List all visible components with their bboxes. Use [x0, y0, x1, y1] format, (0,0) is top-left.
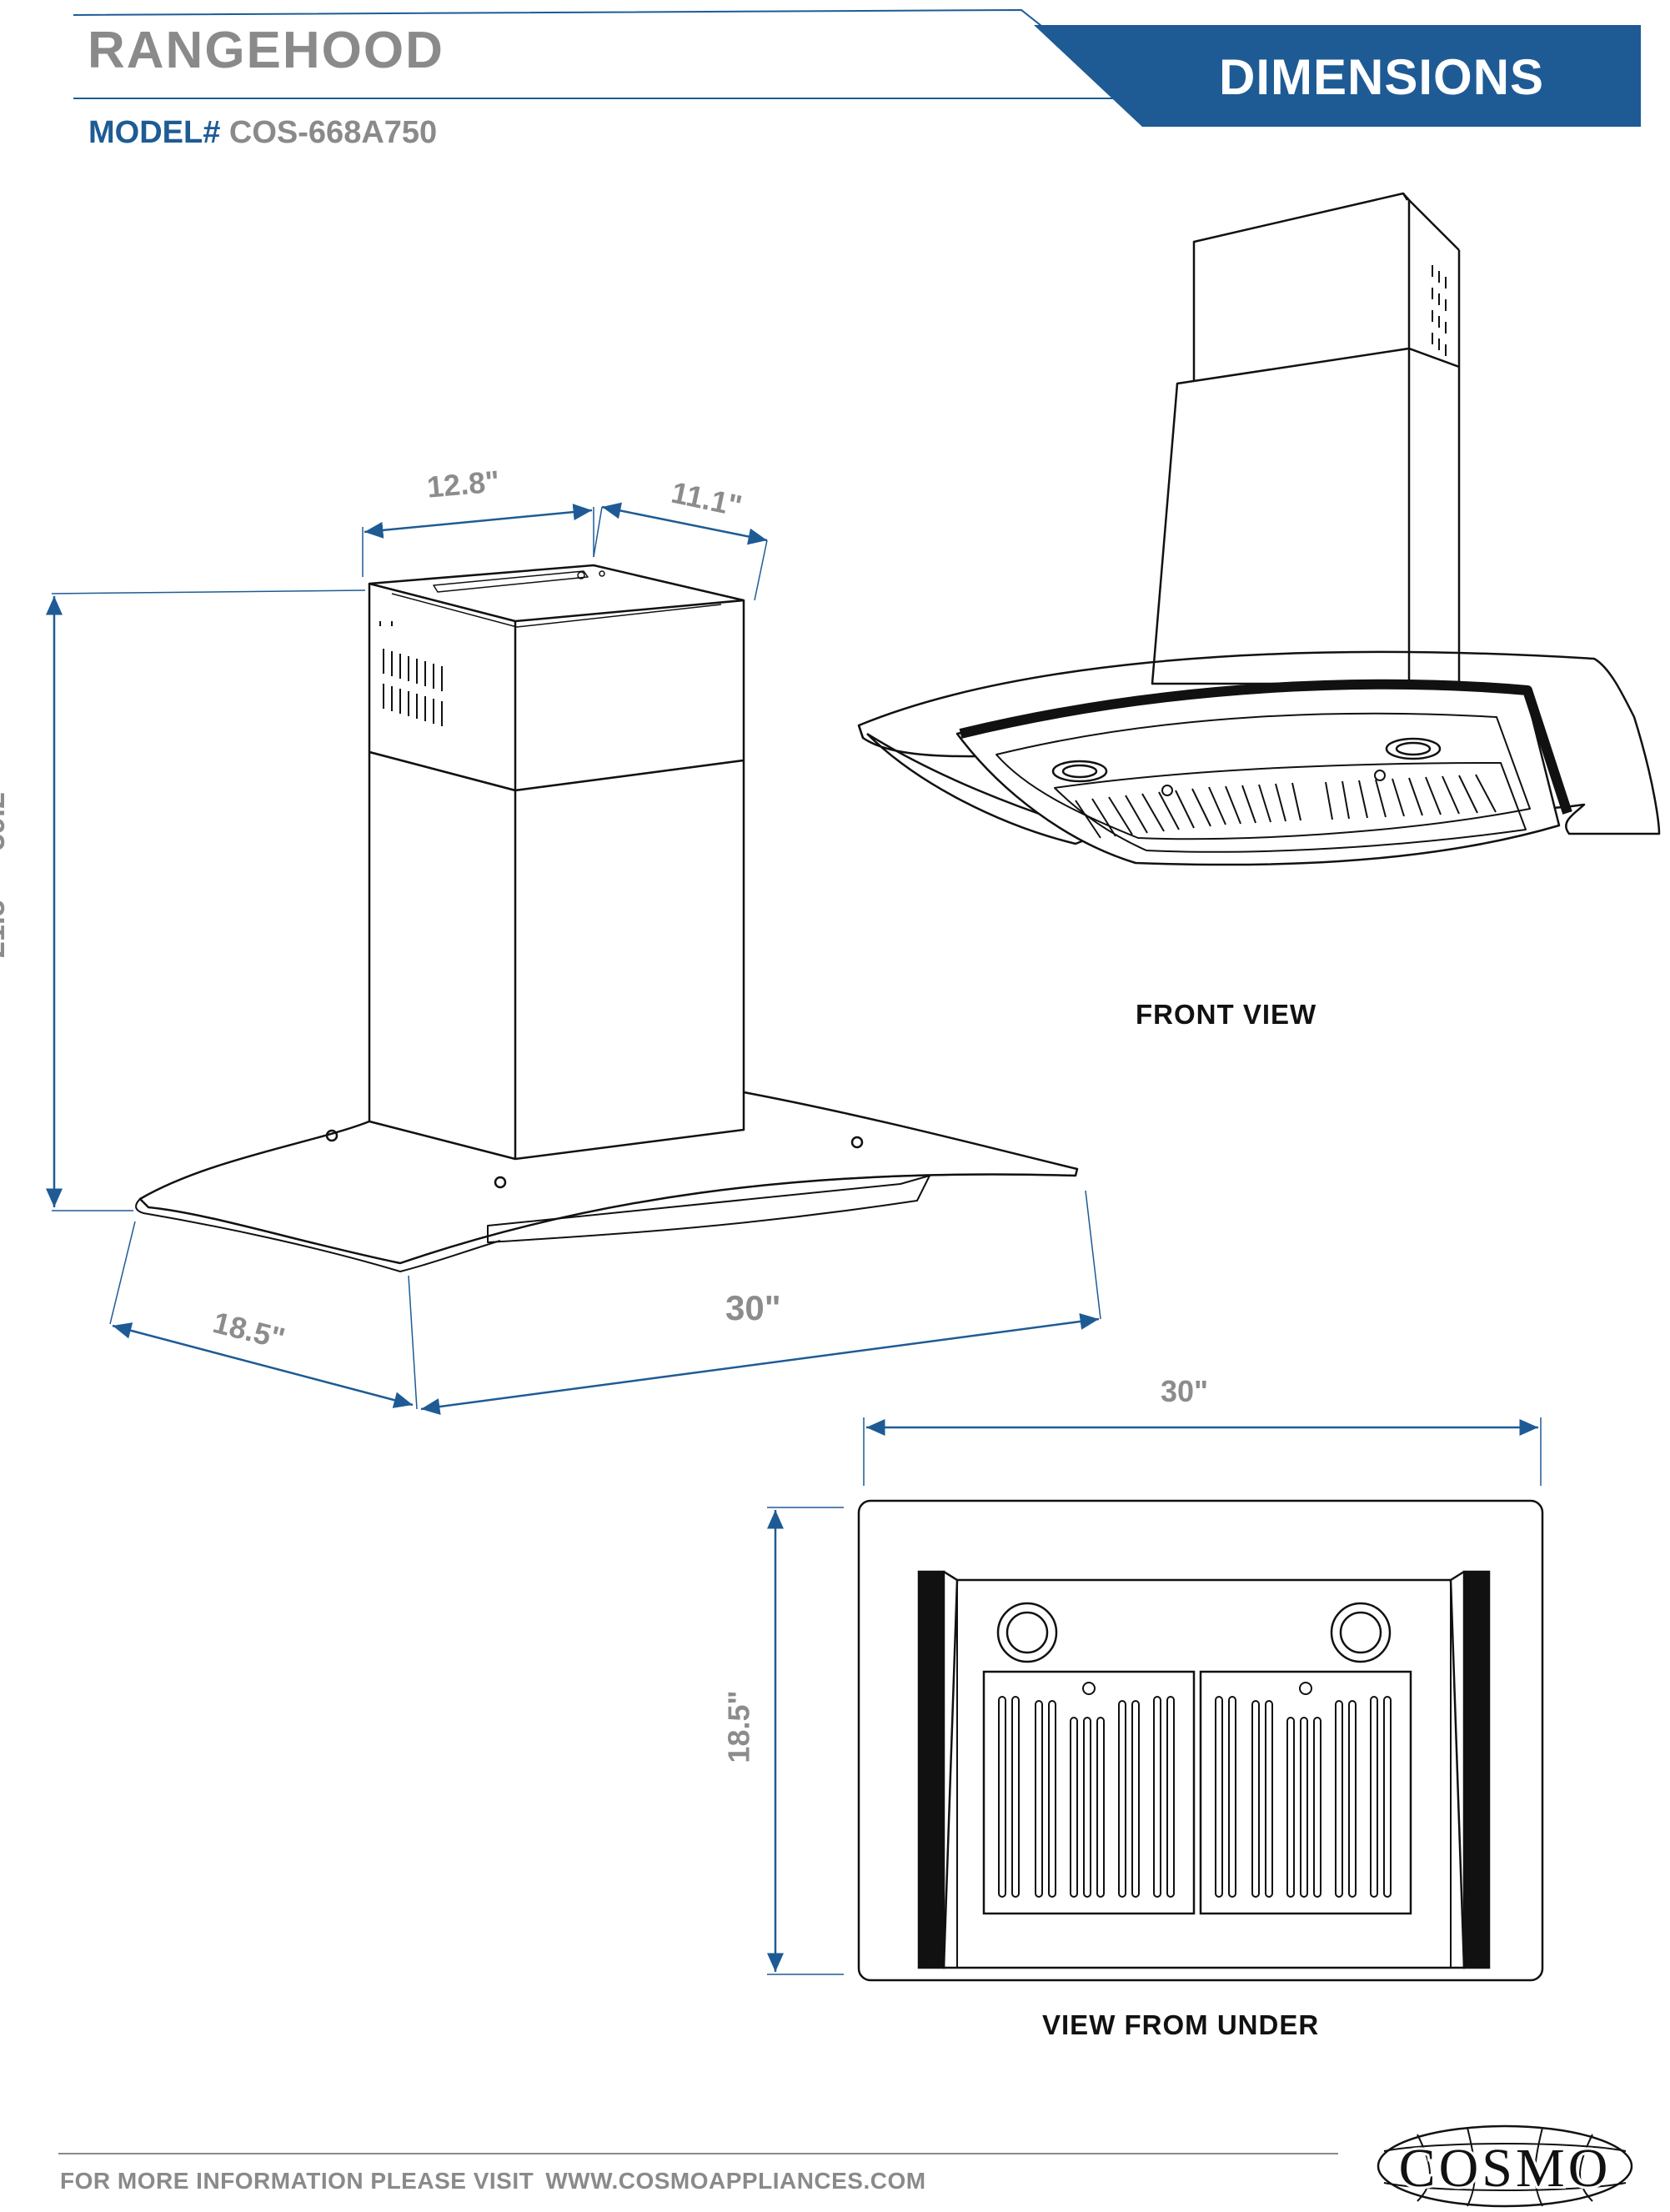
under-dimension-lines [767, 1417, 1542, 1975]
model-line: MODEL# COS-668A750 [88, 115, 437, 151]
dim-chimney-width: 12.8" [425, 464, 501, 504]
under-view-hood [857, 1499, 1544, 1982]
model-label: MODEL# [88, 115, 221, 150]
front-view-label: FRONT VIEW [1136, 999, 1317, 1030]
dimensions-banner [1034, 25, 1641, 127]
cosmo-logo: COSMO [1377, 2124, 1633, 2208]
dim-under-depth: 18.5" [721, 1690, 756, 1763]
model-number: COS-668A750 [228, 115, 438, 150]
dim-hood-width: 30" [725, 1288, 781, 1327]
footer-label: FOR MORE INFORMATION PLEASE VISIT [60, 2168, 534, 2194]
footer-text: FOR MORE INFORMATION PLEASE VISIT WWW.COS… [60, 2168, 926, 2194]
section-title: DIMENSIONS [1219, 49, 1545, 105]
front-view-hood [857, 192, 1661, 866]
page-title: RANGEHOOD [88, 22, 444, 79]
under-view-label: VIEW FROM UNDER [1042, 2009, 1320, 2040]
logo-wordmark: COSMO [1399, 2138, 1612, 2199]
dim-height-range: 21.5 " - 39.2" [0, 777, 12, 959]
isometric-hood [135, 564, 1079, 1272]
dim-under-width: 30" [1161, 1374, 1209, 1408]
isometric-dimension-lines [46, 502, 1101, 1415]
header-graphic [73, 8, 1641, 127]
footer-url[interactable]: WWW.COSMOAPPLIANCES.COM [545, 2168, 926, 2194]
